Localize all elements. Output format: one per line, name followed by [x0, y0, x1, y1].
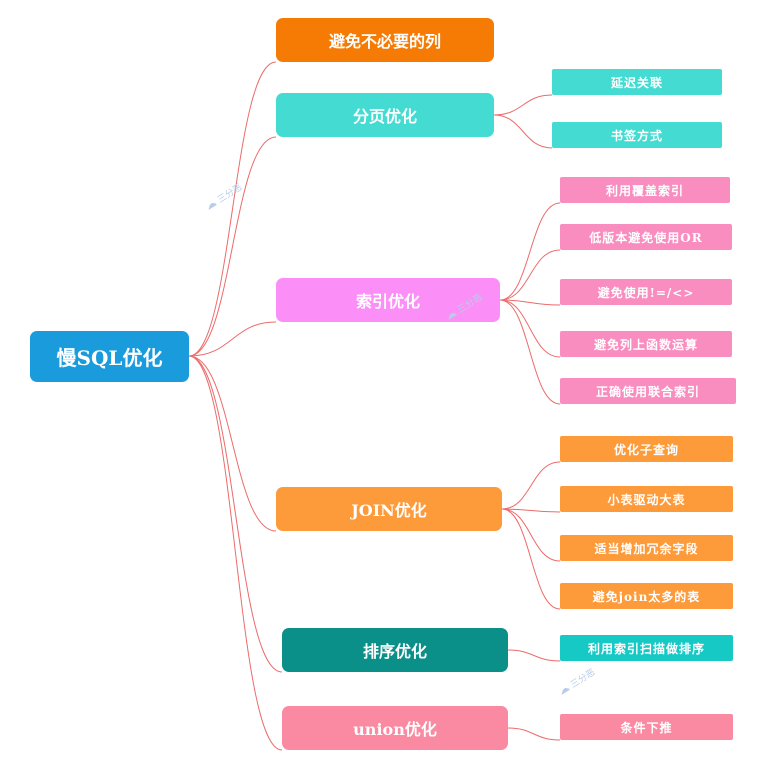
- branch-join-optimization[interactable]: JOIN优化: [276, 487, 502, 531]
- connector-branch-leaf: [499, 299, 561, 405]
- branch-avoid-unnecessary-columns[interactable]: 避免不必要的列: [276, 18, 494, 62]
- leaf-redundant-fields[interactable]: 适当增加冗余字段: [560, 535, 733, 561]
- connector-branch-leaf: [499, 299, 561, 358]
- connector-branch-leaf: [499, 202, 561, 301]
- connector-root-branch: [188, 355, 277, 532]
- connector-branch-leaf: [499, 249, 561, 301]
- leaf-deferred-join[interactable]: 延迟关联: [552, 69, 722, 95]
- leaf-avoid-column-functions[interactable]: 避免列上函数运算: [560, 331, 732, 357]
- leaf-condition-pushdown[interactable]: 条件下推: [560, 714, 733, 740]
- connector-branch-leaf: [501, 508, 561, 610]
- connector-branch-leaf: [501, 508, 561, 513]
- leaf-optimize-subquery[interactable]: 优化子查询: [560, 436, 733, 462]
- leaf-bookmark-method[interactable]: 书签方式: [552, 122, 722, 148]
- root-node[interactable]: 慢SQL优化: [30, 331, 189, 382]
- connector-root-branch: [188, 355, 283, 751]
- connector-branch-leaf: [499, 299, 561, 306]
- branch-index-optimization[interactable]: 索引优化: [276, 278, 500, 322]
- connector-root-branch: [188, 61, 277, 357]
- connector-branch-leaf: [501, 508, 561, 562]
- leaf-covering-index[interactable]: 利用覆盖索引: [560, 177, 730, 203]
- connector-branch-leaf: [501, 461, 561, 510]
- leaf-composite-index[interactable]: 正确使用联合索引: [560, 378, 736, 404]
- leaf-index-scan-sort[interactable]: 利用索引扫描做排序: [560, 635, 733, 661]
- connector-branch-leaf: [493, 114, 553, 149]
- leaf-avoid-or[interactable]: 低版本避免使用OR: [560, 224, 732, 250]
- connector-branch-leaf: [493, 94, 553, 116]
- connector-branch-leaf: [507, 727, 561, 741]
- connector-root-branch: [188, 355, 283, 673]
- leaf-avoid-not-equal[interactable]: 避免使用!=/<>: [560, 279, 732, 305]
- connector-root-branch: [188, 321, 277, 357]
- connector-branch-leaf: [507, 649, 561, 662]
- leaf-avoid-many-joins[interactable]: 避免join太多的表: [560, 583, 733, 609]
- leaf-small-table-drives-large[interactable]: 小表驱动大表: [560, 486, 733, 512]
- branch-pagination-optimization[interactable]: 分页优化: [276, 93, 494, 137]
- branch-sort-optimization[interactable]: 排序优化: [282, 628, 508, 672]
- branch-union-optimization[interactable]: union优化: [282, 706, 508, 750]
- connector-root-branch: [188, 136, 277, 357]
